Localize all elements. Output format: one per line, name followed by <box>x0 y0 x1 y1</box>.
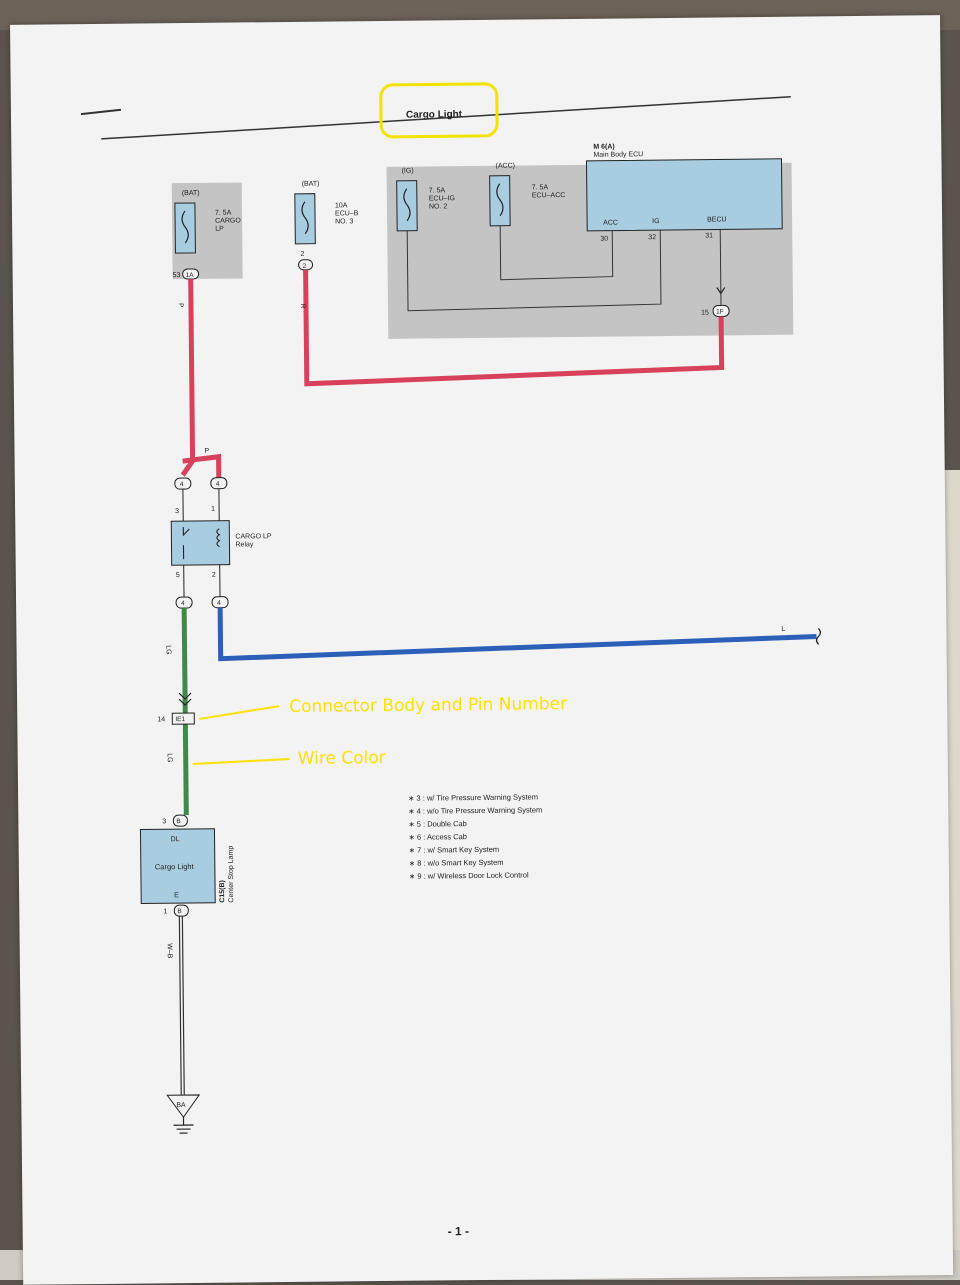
ie1-label: IE1 <box>175 716 185 723</box>
lamp-desc: Center Stop Lamp <box>228 846 236 903</box>
page-number: - 1 - <box>448 1224 469 1238</box>
note-1: ∗ 3 : w/ Tire Pressure Warning System <box>408 792 538 802</box>
relay-conn-top-left-label: 4 <box>180 481 184 488</box>
ecu-terminal-ig: IG <box>652 218 659 225</box>
relay-box <box>171 521 229 566</box>
wire-p-branch-label: P <box>204 448 209 455</box>
paper-sheet: Cargo Light (BAT) 7. 5A CARGO LP 53 1A (… <box>10 15 953 1285</box>
ecu-out-connector-label: 1F <box>716 308 724 315</box>
ecu-terminal-becu: BECU <box>707 216 727 223</box>
wire-wb-label: W–B <box>166 943 173 959</box>
fuse-ecub-source: (BAT) <box>302 181 320 188</box>
fuse-ecub-name2: NO. 3 <box>335 218 353 225</box>
note-3: ∗ 5 : Double Cab <box>408 819 466 829</box>
lamp-term-bottom: E <box>174 892 179 899</box>
wire-p-label: P <box>177 303 184 307</box>
fuse-ecuig-source: (IG) <box>402 168 414 175</box>
fuse-cargo-rating: 7. 5A <box>215 210 232 217</box>
lamp-id: C15(B) <box>219 880 226 903</box>
wire-wb-2 <box>182 916 184 1095</box>
note-2: ∗ 4 : w/o Tire Pressure Warning System <box>408 805 542 815</box>
annotation-connector-line <box>199 706 279 719</box>
wire-l-break <box>816 628 820 644</box>
fuse-ecuacc-source: (ACC) <box>495 163 515 170</box>
wire-lg-label-lower: LG <box>166 753 173 762</box>
lamp-pin-top: 3 <box>162 818 166 825</box>
diagram-title: Cargo Light <box>406 109 463 121</box>
wire-l-label: L <box>781 626 785 633</box>
fuse-cargo-connector-label: 1A <box>186 272 195 279</box>
ecu-pin-ig: 32 <box>648 234 656 241</box>
note-5: ∗ 7 : w/ Smart Key System <box>409 845 500 855</box>
ecu-name: Main Body ECU <box>593 151 643 159</box>
ecu-out-pin: 15 <box>701 310 709 317</box>
wire-lg-label: LG <box>165 645 172 654</box>
note-4: ∗ 6 : Access Cab <box>409 832 467 842</box>
fuse-ecub-connector-label: 2 <box>303 263 307 270</box>
lamp-connector-top-label: B <box>176 818 180 825</box>
fuse-ecub-name1: ECU–B <box>335 210 359 217</box>
fuse-cargo-pin: 53 <box>173 272 181 279</box>
annotation-wirecolor-text: Wire Color <box>298 748 386 769</box>
relay-pin-5: 5 <box>176 572 180 579</box>
fuse-ecub-pin: 2 <box>300 251 304 258</box>
relay-conn-top-right-label: 4 <box>216 481 220 488</box>
relay-name2: Relay <box>235 541 253 548</box>
wiring-diagram: Cargo Light (BAT) 7. 5A CARGO LP 53 1A (… <box>10 15 953 1285</box>
ie1-pin: 14 <box>157 716 165 723</box>
relay-pin-3: 3 <box>175 508 179 515</box>
annotation-connector-text: Connector Body and Pin Number <box>289 694 567 717</box>
wire-l <box>220 601 817 658</box>
fuse-cargo-name1: CARGO <box>215 217 241 224</box>
fuse-ecuig-rating: 7. 5A <box>429 187 446 194</box>
lamp-connector-bottom-label: B <box>177 908 181 915</box>
relay-name1: CARGO LP <box>235 533 272 540</box>
fuse-ecuig-name1: ECU–IG <box>429 195 455 202</box>
relay-conn-bottom-right-label: 4 <box>217 600 221 607</box>
lamp-pin-bottom: 1 <box>163 908 167 915</box>
wire-r-label: R <box>299 304 306 309</box>
fuse-ecuacc-name1: ECU–ACC <box>532 192 566 199</box>
ecu-terminal-acc: ACC <box>603 220 618 227</box>
ground-icon <box>173 1117 193 1133</box>
ground-label: BA <box>176 1102 186 1109</box>
relay-pin-2: 2 <box>212 572 216 579</box>
ecu-pin-becu: 31 <box>705 233 713 240</box>
note-6: ∗ 8 : w/o Smart Key System <box>409 858 504 868</box>
fuse-cargo-name2: LP <box>215 226 224 233</box>
wire-lg <box>184 608 186 815</box>
note-7: ∗ 9 : w/ Wireless Door Lock Control <box>409 870 529 880</box>
annotation-wirecolor-line <box>193 759 290 764</box>
ecu-id: M 6(A) <box>593 144 614 151</box>
fuse-cargo-source: (BAT) <box>182 190 200 197</box>
ecu-pin-acc: 30 <box>600 236 608 243</box>
corner-mark <box>81 110 121 114</box>
lamp-term-top: DL <box>171 836 180 843</box>
relay-pin-1: 1 <box>211 506 215 513</box>
fuse-ecub-rating: 10A <box>335 202 348 209</box>
fuse-ecuacc-rating: 7. 5A <box>532 184 549 191</box>
wire-wb <box>179 916 181 1095</box>
fuse-ecuig-name2: NO. 2 <box>429 203 447 210</box>
wire-p <box>181 279 193 475</box>
lamp-name: Cargo Light <box>155 862 195 871</box>
relay-conn-bottom-left-label: 4 <box>181 600 185 607</box>
